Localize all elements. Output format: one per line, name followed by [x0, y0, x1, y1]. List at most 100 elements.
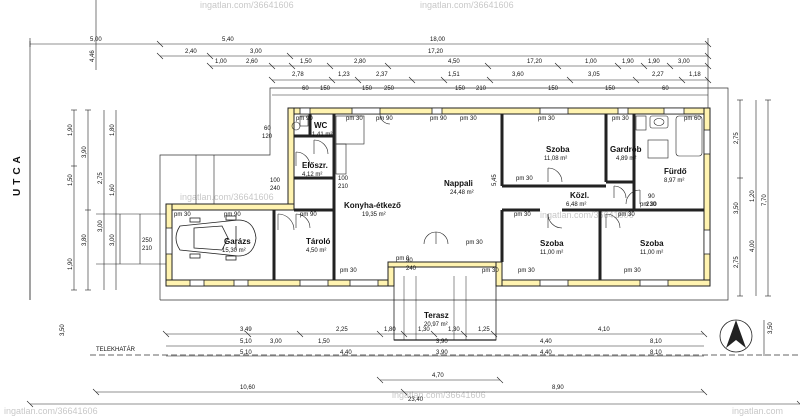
- room-name-szoba-1: Szoba: [546, 145, 570, 154]
- op-120-wc: 120: [262, 134, 273, 140]
- pm90-a: pm 90: [376, 116, 393, 122]
- pm30-h: pm 30: [624, 268, 641, 274]
- op-210-f: 210: [646, 202, 657, 208]
- dim-top-3-05: 3,05: [588, 72, 600, 78]
- pm30-kitchen: pm 30: [346, 116, 363, 122]
- dim-top-5-40: 5,40: [222, 37, 234, 43]
- dim-right-2-75: 2,75: [734, 132, 740, 144]
- pm30-b: pm 30: [538, 116, 555, 122]
- dim-bot-3-49: 3,49: [240, 327, 252, 333]
- street-label: UTCA: [12, 152, 23, 196]
- top-dimension-text: 5,00 5,40 18,00 2,40 3,00 17,20 1,00 2,6…: [90, 37, 701, 78]
- room-area-gardrob: 4,89 m²: [616, 156, 636, 162]
- pm30-i: pm 30: [516, 176, 533, 182]
- dim-left-1-90: 1,90: [68, 124, 74, 136]
- watermark-top-left: ingatlan.com/36641606: [200, 0, 294, 10]
- room-labels: WC 1,41 m² Előszr. 4,12 m² Konyha-étkező…: [222, 121, 687, 328]
- op-90-f: 90: [648, 194, 655, 200]
- op-240-t: 240: [406, 266, 417, 272]
- dim-bot-3-90-b: 3,90: [436, 350, 448, 356]
- room-name-tarolo: Tároló: [306, 237, 331, 246]
- op-60: 60: [302, 86, 309, 92]
- dim-left-3-80: 3,80: [82, 234, 88, 246]
- op-150-d: 150: [548, 86, 559, 92]
- dim-top-4-50: 4,50: [448, 59, 460, 65]
- pm90-b: pm 90: [430, 116, 447, 122]
- dim-top-seg-c: 3,00: [678, 59, 690, 65]
- dim-bot-8-90: 8,90: [552, 385, 564, 391]
- dim-bot-10-60: 10,60: [240, 385, 256, 391]
- room-area-nappali: 24,48 m²: [450, 190, 474, 196]
- dim-top-1-23: 1,23: [338, 72, 350, 78]
- dim-bot-5-10: 5,10: [240, 339, 252, 345]
- dim-top-1-00: 1,00: [215, 59, 227, 65]
- room-area-eloszoba: 4,12 m²: [302, 172, 322, 178]
- room-name-garazs: Garázs: [224, 237, 251, 246]
- op-150-e: 150: [605, 86, 616, 92]
- room-area-szoba-1: 11,08 m²: [544, 156, 567, 162]
- dim-left-1-80: 1,80: [110, 124, 116, 136]
- op-210-gate: 210: [142, 246, 153, 252]
- pm30-j: pm 30: [640, 202, 657, 208]
- room-name-nappali: Nappali: [444, 179, 473, 188]
- watermark-bottom-left: ingatlan.com/36641606: [4, 406, 98, 416]
- dim-left-3-90: 3,90: [82, 146, 88, 158]
- bottom-dimension-lines: [26, 330, 800, 408]
- room-name-szoba-2: Szoba: [540, 239, 564, 248]
- op-250: 250: [384, 86, 395, 92]
- left-dimension-text: 1,90 1,50 3,90 2,75 3,00 3,80 3,00 1,90 …: [60, 124, 116, 336]
- dim-bot-23-40: 23,40: [408, 397, 424, 403]
- op-150-b: 150: [362, 86, 373, 92]
- pm30-c: pm 30: [612, 116, 629, 122]
- dim-bot-1-80: 1,80: [384, 327, 396, 333]
- dim-bot-3-90: 3,90: [436, 339, 448, 345]
- room-name-eloszoba: Előszr.: [302, 161, 328, 170]
- dim-right-3-50: 3,50: [734, 202, 740, 214]
- dim-left-3-50: 3,50: [60, 324, 66, 336]
- pm30-garage: pm 30: [174, 212, 191, 218]
- dim-top-1-90-b: 1,90: [648, 59, 660, 65]
- car-icon: [175, 215, 257, 261]
- dim-top-2-40: 2,40: [185, 49, 197, 55]
- room-area-garazs: 15,30 m²: [222, 248, 246, 254]
- dim-bot-4-40-b: 4,40: [340, 350, 352, 356]
- dim-top-1-18: 1,18: [689, 72, 701, 78]
- site-boundary: [90, 87, 800, 356]
- dim-top-17-20: 17,20: [428, 49, 444, 55]
- dim-bot-4-70: 4,70: [432, 373, 444, 379]
- dim-top-seg-a: 17,20: [527, 59, 543, 65]
- op-100-k: 100: [338, 176, 349, 182]
- room-area-konyha: 19,35 m²: [362, 212, 386, 218]
- op-240-door: 240: [270, 186, 281, 192]
- dim-left-3-00-b: 3,00: [110, 234, 116, 246]
- room-area-furdo: 8,97 m²: [664, 178, 684, 184]
- pm90-garage: pm 90: [224, 212, 241, 218]
- room-area-tarolo: 4,50 m²: [306, 248, 326, 254]
- dim-bot-1-50: 1,50: [318, 339, 330, 345]
- dim-right-4-00: 4,00: [750, 240, 756, 252]
- dim-bot-4-40: 4,40: [540, 339, 552, 345]
- dim-top-5-00: 5,00: [90, 37, 102, 43]
- op-60-wc: 60: [264, 126, 271, 132]
- dim-left-1-60: 1,60: [110, 184, 116, 196]
- dim-top-4-46: 4,46: [90, 50, 96, 62]
- pm30-f: pm 30: [618, 212, 635, 218]
- pm30-kitchen-b: pm 30: [340, 268, 357, 274]
- dim-right-2-75-b: 2,75: [734, 256, 740, 268]
- pm90-wc: pm 90: [296, 116, 313, 122]
- room-name-kozl: Közl.: [570, 191, 589, 200]
- dim-top-1-50: 1,50: [300, 59, 312, 65]
- north-arrow-icon: [719, 319, 753, 353]
- dim-top-18-00: 18,00: [430, 37, 446, 43]
- dim-top-2-27: 2,27: [652, 72, 664, 78]
- dim-right-3-50-b: 3,50: [768, 322, 774, 334]
- fixtures: [291, 115, 703, 175]
- room-name-terasz: Terasz: [424, 311, 449, 320]
- terrace-steps: [403, 276, 467, 340]
- room-area-szoba-3: 11,00 m²: [640, 250, 663, 256]
- dim-right-7-70: 7,70: [762, 194, 768, 206]
- room-name-wc: WC: [314, 121, 328, 130]
- watermark-bottom-center: ingatlan.com/36641606: [392, 390, 486, 400]
- dim-bot-3-00: 3,00: [270, 339, 282, 345]
- opening-annotations: pm 90 pm 30 pm 90 pm 90 pm 30 pm 30 pm 3…: [142, 116, 701, 274]
